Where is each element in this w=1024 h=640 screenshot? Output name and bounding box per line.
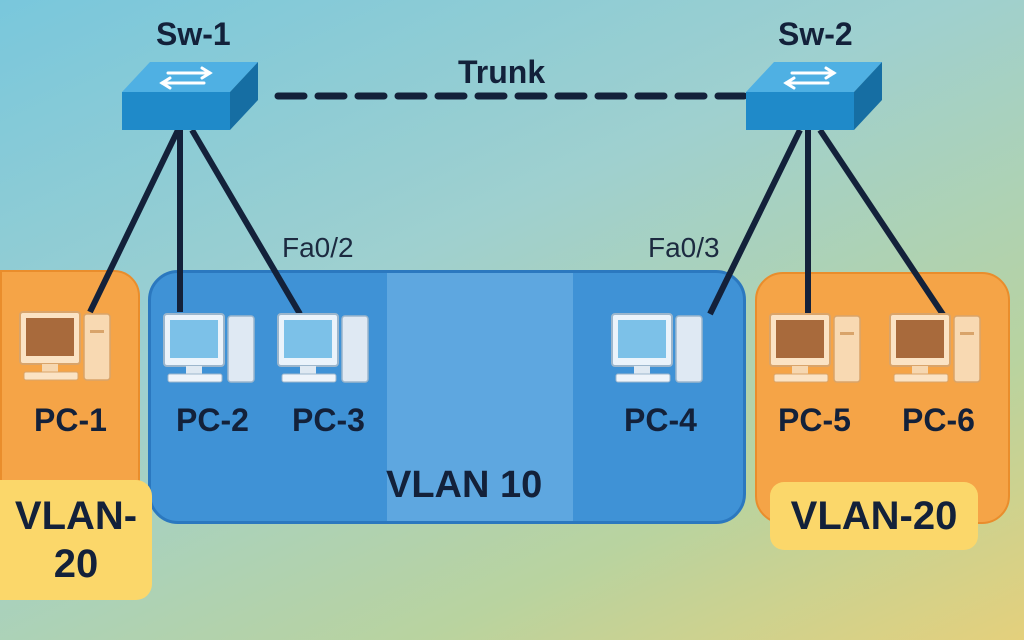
- pc1-label: PC-1: [34, 402, 107, 438]
- cable-sw1-pc3: [189, 128, 303, 316]
- port-fa0-3-label: Fa0/3: [648, 232, 720, 263]
- sw1-label: Sw-1: [156, 16, 231, 52]
- vlan20-left-line1: VLAN-: [14, 494, 138, 538]
- pc5-label: PC-5: [778, 402, 851, 438]
- pc1-computer-icon: [19, 311, 111, 381]
- vlan10-center-band: [387, 273, 573, 521]
- switch-sw2-icon: [746, 62, 882, 130]
- sw2-label: Sw-2: [778, 16, 853, 52]
- cable-sw2-pc4: [707, 128, 803, 316]
- vlan20-left-badge: VLAN- 20: [0, 480, 152, 600]
- vlan10-zone: [148, 270, 746, 524]
- cable-sw2-pc6: [817, 128, 947, 318]
- pc2-computer-icon: [163, 313, 255, 383]
- pc2-label: PC-2: [176, 402, 249, 438]
- vlan20-right-badge: VLAN-20: [770, 482, 978, 550]
- pc3-computer-icon: [277, 313, 369, 383]
- switch-sw1-icon: [122, 62, 258, 130]
- pc3-label: PC-3: [292, 402, 365, 438]
- cable-sw1-pc1: [87, 128, 181, 314]
- pc6-computer-icon: [889, 313, 981, 383]
- pc6-label: PC-6: [902, 402, 975, 438]
- pc4-label: PC-4: [624, 402, 697, 438]
- pc5-computer-icon: [769, 313, 861, 383]
- vlan20-left-line2: 20: [53, 542, 99, 586]
- trunk-label: Trunk: [458, 54, 546, 90]
- pc4-computer-icon: [611, 313, 703, 383]
- vlan10-label: VLAN 10: [386, 464, 543, 506]
- port-fa0-2-label: Fa0/2: [282, 232, 354, 263]
